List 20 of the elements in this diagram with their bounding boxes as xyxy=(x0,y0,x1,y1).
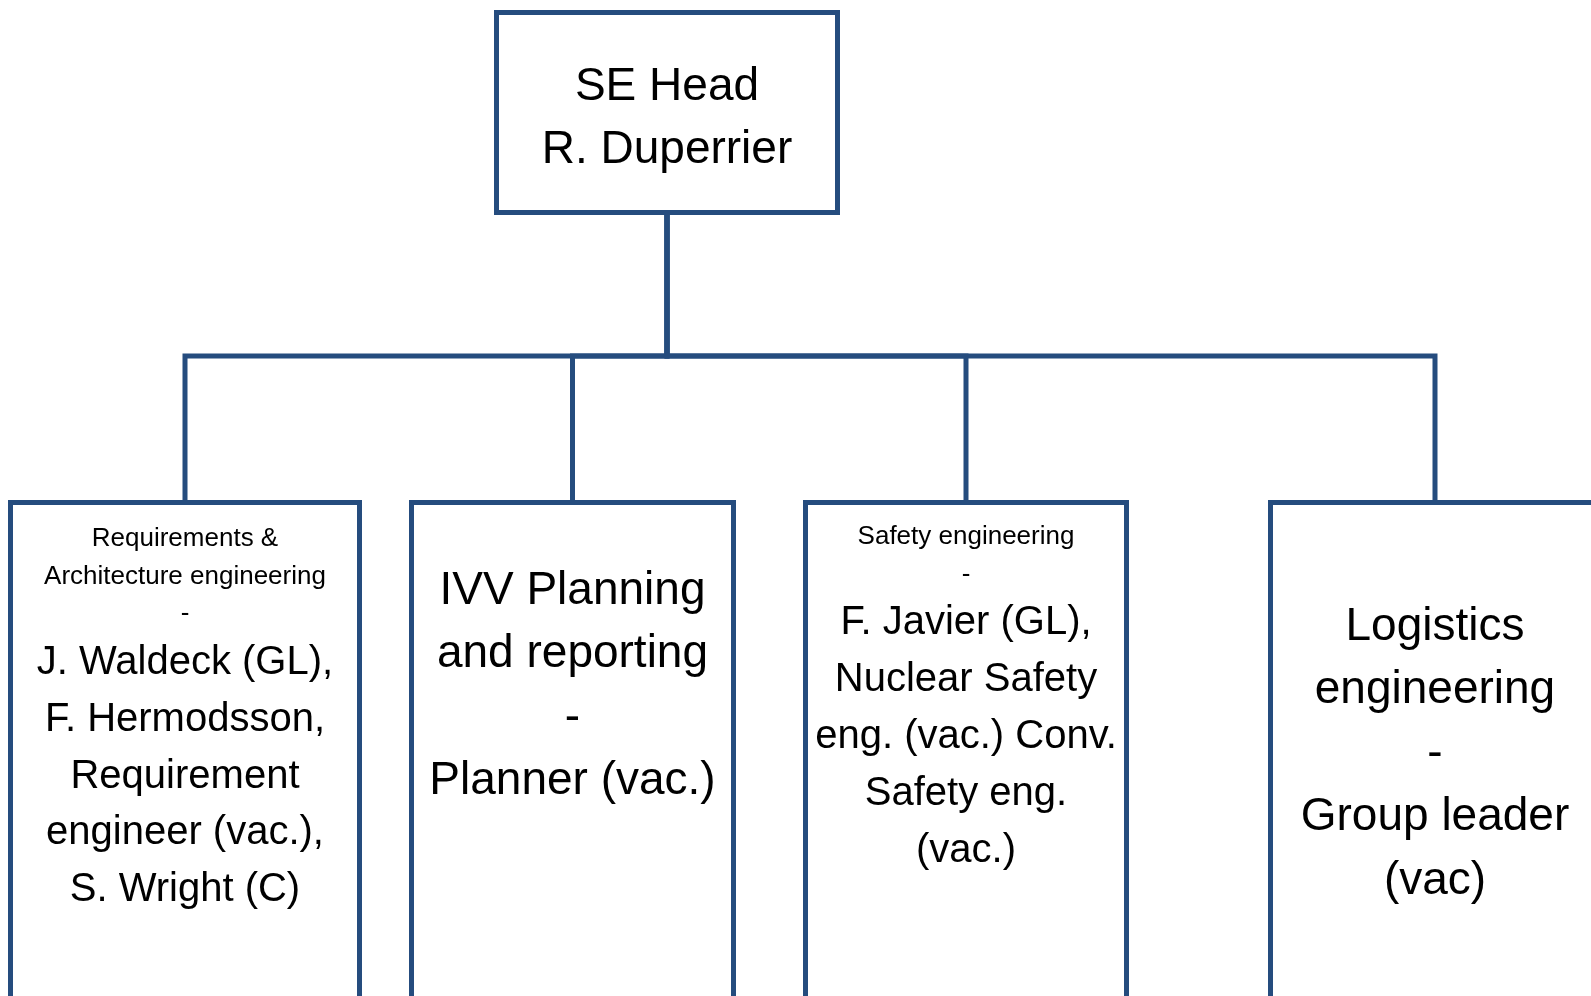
org-box xyxy=(8,500,362,996)
heading-text: Requirements & Architecture engineering xyxy=(43,521,327,592)
member-list: Group leader (vac) xyxy=(1278,783,1591,911)
org-box xyxy=(409,500,736,996)
heading-text: Logistics engineering xyxy=(1313,597,1557,716)
connector-line xyxy=(664,215,1438,500)
member-list: Planner (vac.) xyxy=(429,747,716,811)
separator-dash: - xyxy=(564,687,581,743)
org-box xyxy=(494,10,840,215)
separator-dash: - xyxy=(961,556,971,590)
name-text: R. Duperrier xyxy=(541,120,793,176)
separator-dash: - xyxy=(180,596,190,630)
member-list: F. Javier (GL), Nuclear Safety eng. (vac.) Conv. Safety eng. (vac.) xyxy=(811,592,1121,877)
member-list: J. Waldeck (GL), F. Hermodsson, Requirement engineer (vac.), S. Wright (C) xyxy=(28,632,342,917)
separator-dash: - xyxy=(1427,723,1443,779)
heading-text: Safety engineering xyxy=(857,519,1075,552)
heading-text: IVV Planning and reporting xyxy=(435,561,710,680)
org-box xyxy=(803,500,1129,996)
title-text: SE Head xyxy=(574,57,760,112)
org-box xyxy=(1268,500,1591,996)
